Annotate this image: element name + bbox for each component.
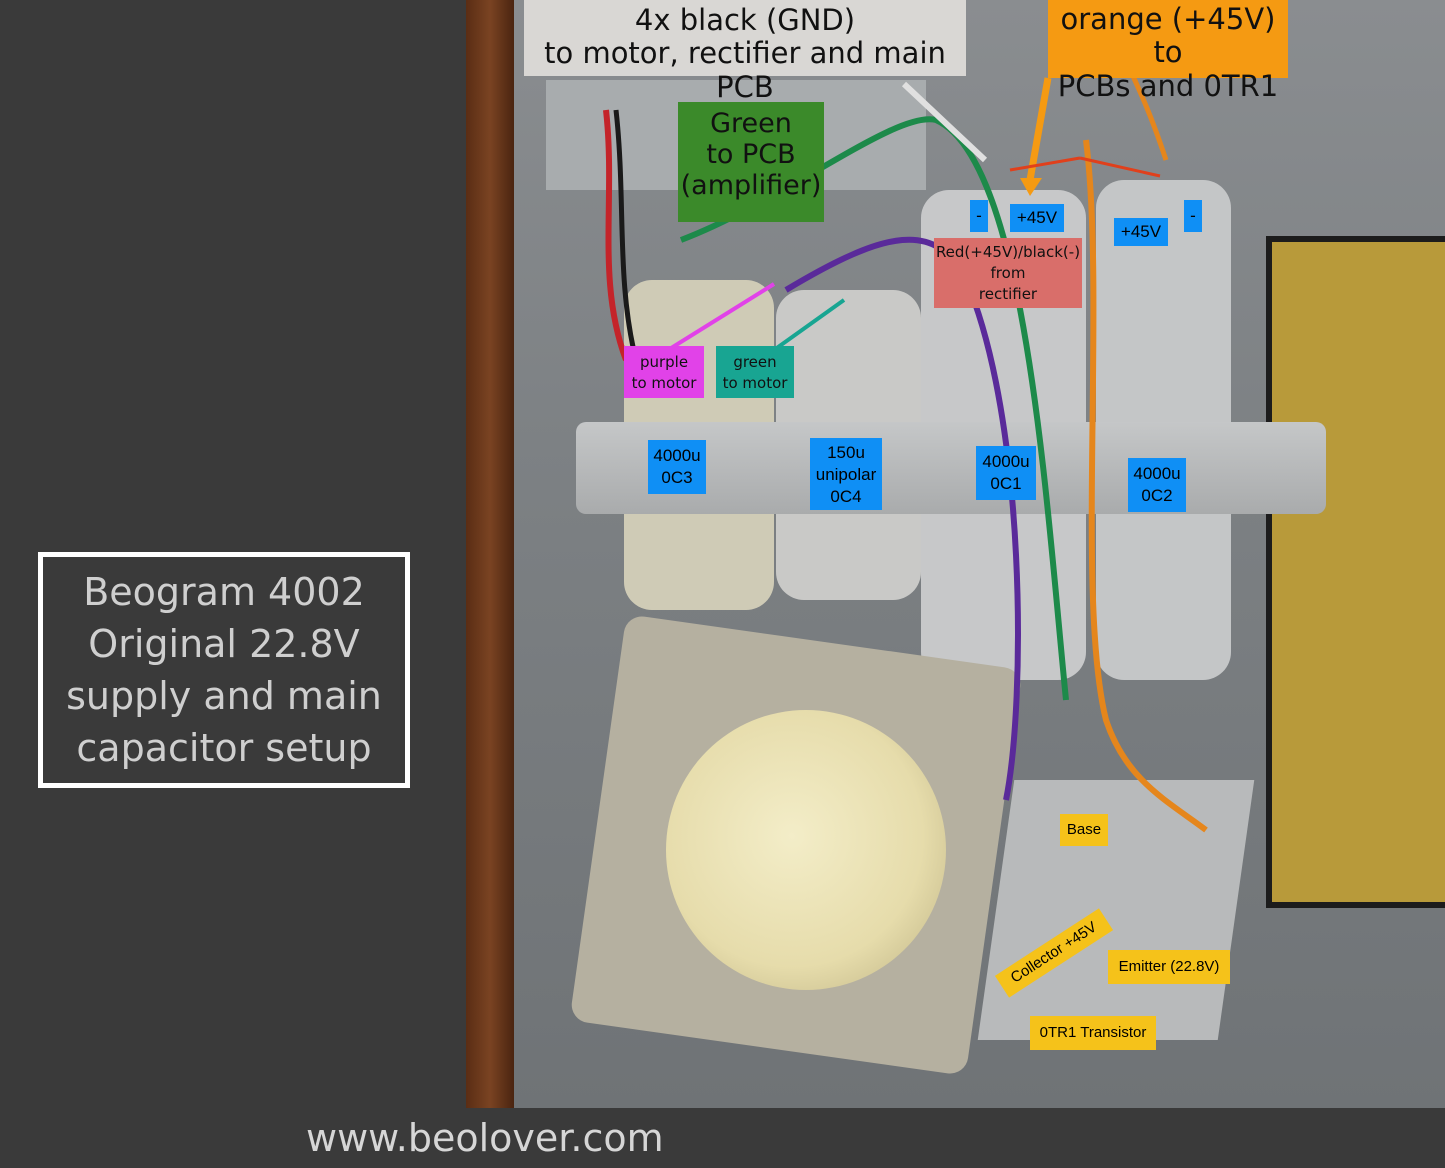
title-box: Beogram 4002 Original 22.8V supply and m… bbox=[38, 552, 410, 788]
terminal-plus45-1: +45V bbox=[1010, 204, 1064, 232]
title-line: supply and main bbox=[66, 674, 382, 718]
cap-label-line: unipolar bbox=[815, 465, 877, 484]
cap-label-line: 150u bbox=[827, 443, 865, 462]
motor-drum bbox=[666, 710, 946, 990]
red-wire bbox=[603, 109, 629, 362]
title-line: Original 22.8V bbox=[88, 622, 360, 666]
cap-label-line: 4000u bbox=[1133, 464, 1181, 483]
cap-label-line: 4000u bbox=[982, 452, 1030, 471]
cap-label-0c2: 4000u 0C2 bbox=[1128, 458, 1186, 512]
cap-label-line: 4000u bbox=[653, 446, 701, 465]
base-label: Base bbox=[1060, 814, 1108, 846]
orange-callout: orange (+45V) to PCBs and 0TR1 bbox=[1048, 0, 1288, 103]
cap-label-line: 0C1 bbox=[990, 474, 1022, 493]
purple-wire bbox=[784, 236, 1021, 801]
title-line: capacitor setup bbox=[76, 726, 372, 770]
terminal-plus45-2: +45V bbox=[1114, 218, 1168, 246]
cap-label-0c4: 150u unipolar 0C4 bbox=[810, 438, 882, 510]
main-pcb bbox=[1266, 236, 1445, 908]
cap-label-0c3: 4000u 0C3 bbox=[648, 440, 706, 494]
green-pcb-line: Green bbox=[710, 108, 792, 139]
photo bbox=[466, 0, 1445, 1108]
purple-motor-line: to motor bbox=[631, 374, 697, 392]
emitter-label: Emitter (22.8V) bbox=[1108, 950, 1230, 984]
terminal-minus-1: - bbox=[970, 200, 988, 232]
cap-label-line: 0C2 bbox=[1141, 486, 1173, 505]
transistor-name-label: 0TR1 Transistor bbox=[1030, 1016, 1156, 1050]
orange-wire bbox=[1083, 139, 1208, 833]
green-motor-line: to motor bbox=[722, 374, 788, 392]
rectifier-line: from bbox=[990, 264, 1026, 282]
green-motor-line: green bbox=[733, 353, 777, 371]
cap-label-line: 0C4 bbox=[830, 487, 862, 506]
rectifier-callout: Red(+45V)/black(-) from rectifier bbox=[934, 238, 1082, 308]
orange-callout-line: PCBs and 0TR1 bbox=[1057, 68, 1279, 103]
terminal-minus-2: - bbox=[1184, 200, 1202, 232]
title-line: Beogram 4002 bbox=[83, 570, 365, 614]
green-motor-callout: green to motor bbox=[716, 346, 794, 398]
black-wire bbox=[613, 109, 639, 361]
gnd-callout: 4x black (GND) to motor, rectifier and m… bbox=[524, 0, 966, 103]
footer-url: www.beolover.com bbox=[306, 1116, 664, 1160]
wires bbox=[603, 18, 1208, 833]
purple-motor-line: purple bbox=[639, 353, 689, 371]
gnd-callout-line: 4x black (GND) bbox=[634, 3, 856, 37]
green-pcb-line: (amplifier) bbox=[680, 170, 822, 202]
title-text: Beogram 4002 Original 22.8V supply and m… bbox=[66, 566, 382, 774]
purple-motor-callout: purple to motor bbox=[624, 346, 704, 398]
rectifier-line: rectifier bbox=[978, 285, 1038, 303]
green-pcb-callout: Green to PCB (amplifier) bbox=[678, 102, 824, 222]
rectifier-line: Red(+45V)/black(-) bbox=[935, 243, 1081, 261]
cap-label-line: 0C3 bbox=[661, 468, 693, 487]
cap-label-0c1: 4000u 0C1 bbox=[976, 446, 1036, 500]
orange-callout-line: orange (+45V) to bbox=[1060, 2, 1276, 70]
gnd-callout-line: to motor, rectifier and main PCB bbox=[544, 36, 946, 104]
wood-panel bbox=[466, 0, 514, 1108]
green-pcb-line: to PCB bbox=[706, 139, 796, 171]
